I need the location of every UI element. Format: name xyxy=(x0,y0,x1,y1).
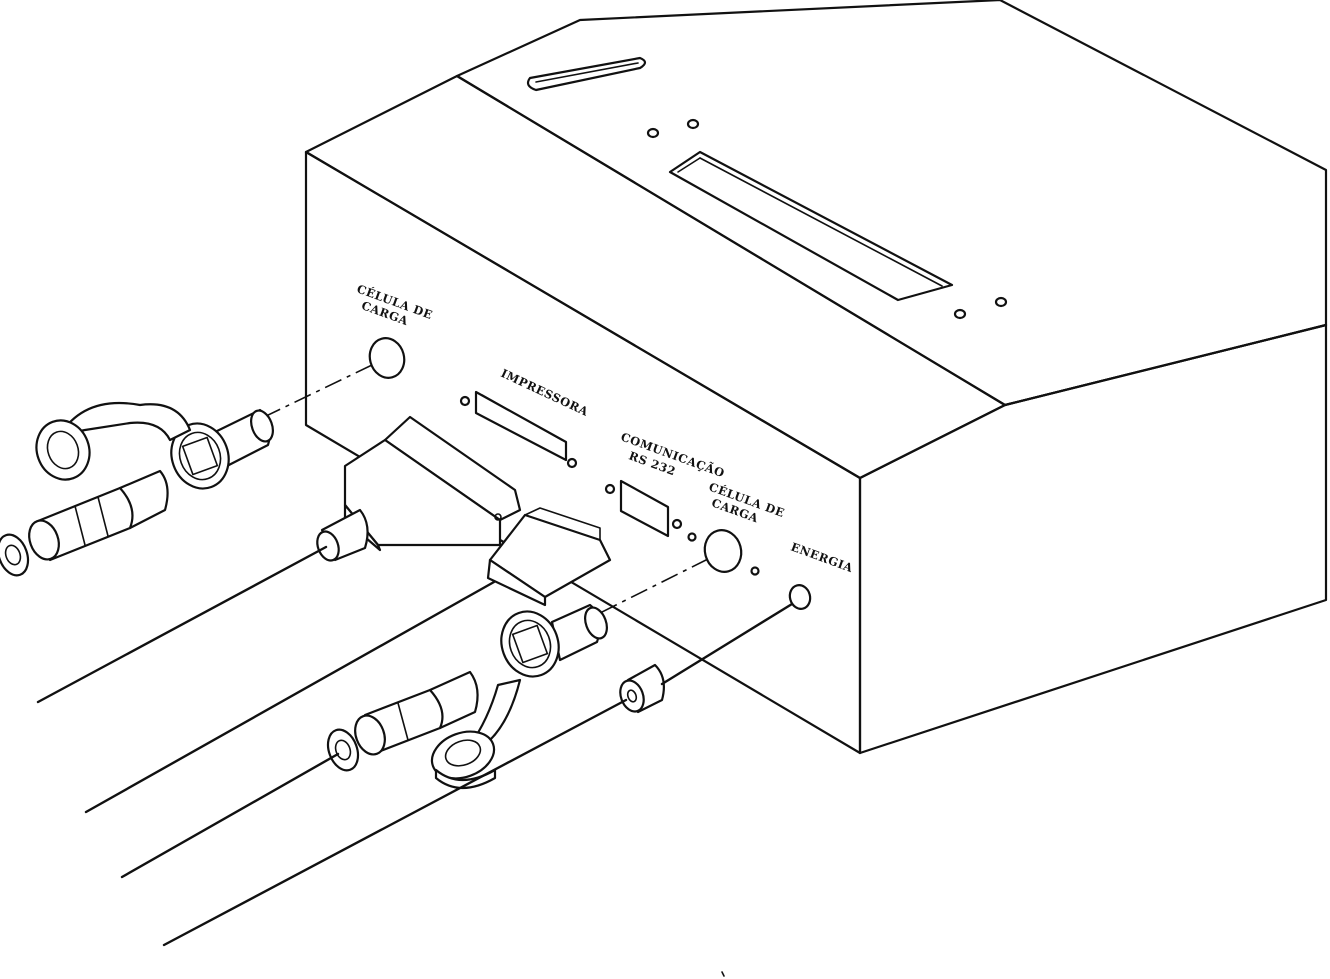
power-label: ENERGIA xyxy=(789,540,856,576)
device-enclosure xyxy=(304,0,1328,755)
load-cell-label-right-group: CÉLULA DE CARGA xyxy=(707,480,787,526)
printer-port xyxy=(459,390,578,469)
alignment-lines xyxy=(261,364,709,615)
top-slot xyxy=(526,56,647,92)
rs232-connector xyxy=(486,507,612,607)
load-cell-connector-right xyxy=(326,603,608,789)
load-cell-port-left xyxy=(368,337,406,379)
printer-connector xyxy=(316,415,522,562)
load-cell-cable-right xyxy=(120,752,340,879)
load-cell-connector-left xyxy=(0,401,274,577)
load-cell-label-left: CÉLULA DE CARGA xyxy=(355,282,435,329)
rs232-cable xyxy=(84,580,496,814)
power-alignment-line xyxy=(660,602,794,686)
printer-cable xyxy=(36,545,328,704)
display-window xyxy=(668,150,954,302)
top-screws xyxy=(646,118,1008,320)
rs232-port xyxy=(604,479,683,538)
power-cable xyxy=(162,698,628,947)
scan-mark xyxy=(721,971,725,977)
power-plug xyxy=(619,663,665,714)
power-port xyxy=(788,584,812,610)
load-cell-port-right xyxy=(687,529,760,576)
power-label-group: ENERGIA xyxy=(789,540,856,576)
